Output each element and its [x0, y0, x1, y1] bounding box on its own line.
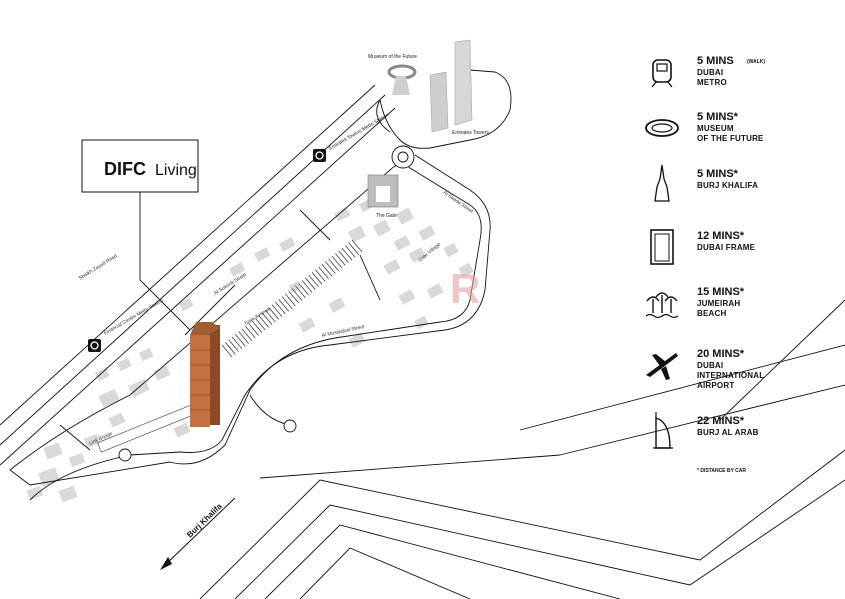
label-sheikh-zayed-road: Sheikh Zayed Road	[78, 253, 119, 281]
the-gate-building	[367, 174, 399, 208]
legend-item: 22 MINS*BURJ AL ARAB	[653, 412, 759, 449]
legend-time: 12 MINS*	[697, 230, 745, 242]
burj-khalifa-arrow: Burj Khalifa	[160, 497, 236, 570]
logo-brand: DIFC	[104, 159, 146, 179]
legend-time: 5 MINS*	[697, 111, 739, 123]
legend-place: BEACH	[697, 309, 726, 318]
legend-place: BURJ AL ARAB	[697, 428, 759, 437]
legend-time: 5 MINS*	[697, 168, 739, 180]
burj-al-arab-icon	[653, 412, 673, 449]
svg-text:R: R	[450, 265, 480, 312]
legend-item: 12 MINS*DUBAI FRAME	[650, 229, 756, 265]
district-outlines	[199, 299, 845, 599]
museum-ring-icon	[645, 119, 679, 137]
label-link-bridge: Link Bridge	[88, 431, 113, 447]
legend-place: DUBAI	[697, 361, 723, 370]
emirates-towers	[429, 39, 473, 133]
difc-living-logo: DIFC Living	[81, 139, 199, 193]
legend-place: AIRPORT	[697, 381, 734, 390]
legend-time: 5 MINS	[697, 55, 734, 67]
burj-khalifa-icon	[654, 164, 670, 202]
airplane-icon	[646, 353, 678, 380]
label-the-gate: The Gate	[376, 213, 397, 219]
legend-place: DUBAI FRAME	[697, 243, 756, 252]
gate-avenue-hatch	[221, 239, 363, 358]
label-al-saada-street: Al Saada Street	[442, 190, 475, 215]
legend-place: DUBAI	[697, 68, 723, 77]
legend-time: 20 MINS*	[697, 348, 745, 360]
palm-beach-icon	[645, 292, 679, 319]
city-blocks	[26, 196, 474, 503]
svg-text:DIFC Living: DIFC Living	[104, 159, 197, 179]
logo-suffix: Living	[155, 162, 197, 179]
legend-place: INTERNATIONAL	[697, 371, 764, 380]
callout-line	[139, 190, 191, 331]
roundabouts	[118, 145, 415, 462]
label-museum-of-the-future: Museum of the Future	[368, 54, 417, 60]
legend-place: MUSEUM	[697, 124, 734, 133]
legend-note: (WALK)	[747, 59, 765, 65]
legend-place: BURJ KHALIFA	[697, 181, 758, 190]
legend-footnote: * DISTANCE BY CAR	[697, 468, 746, 474]
legend-item: 5 MINS*BURJ KHALIFA	[654, 164, 758, 202]
legend-time: 22 MINS*	[697, 415, 745, 427]
label-al-sukook-street: Al Sukook Street	[213, 272, 248, 297]
dubai-frame-icon	[650, 229, 674, 265]
metro-train-icon	[651, 59, 673, 88]
legend-place: OF THE FUTURE	[697, 134, 764, 143]
legend-time: 15 MINS*	[697, 286, 745, 298]
label-emirates-towers: Emirates Towers	[452, 130, 489, 136]
legend-place: METRO	[697, 78, 727, 87]
watermark-logo: R	[450, 265, 480, 312]
road-network	[9, 69, 512, 501]
metro-station-marker	[88, 149, 326, 352]
museum-of-the-future	[387, 64, 417, 95]
legend-place: JUMEIRAH	[697, 299, 740, 308]
burj-khalifa-arrow-label: Burj Khalifa	[185, 501, 224, 539]
label-gate-avenue: Gate Avenue	[244, 306, 272, 326]
difc-living-tower	[190, 322, 220, 427]
